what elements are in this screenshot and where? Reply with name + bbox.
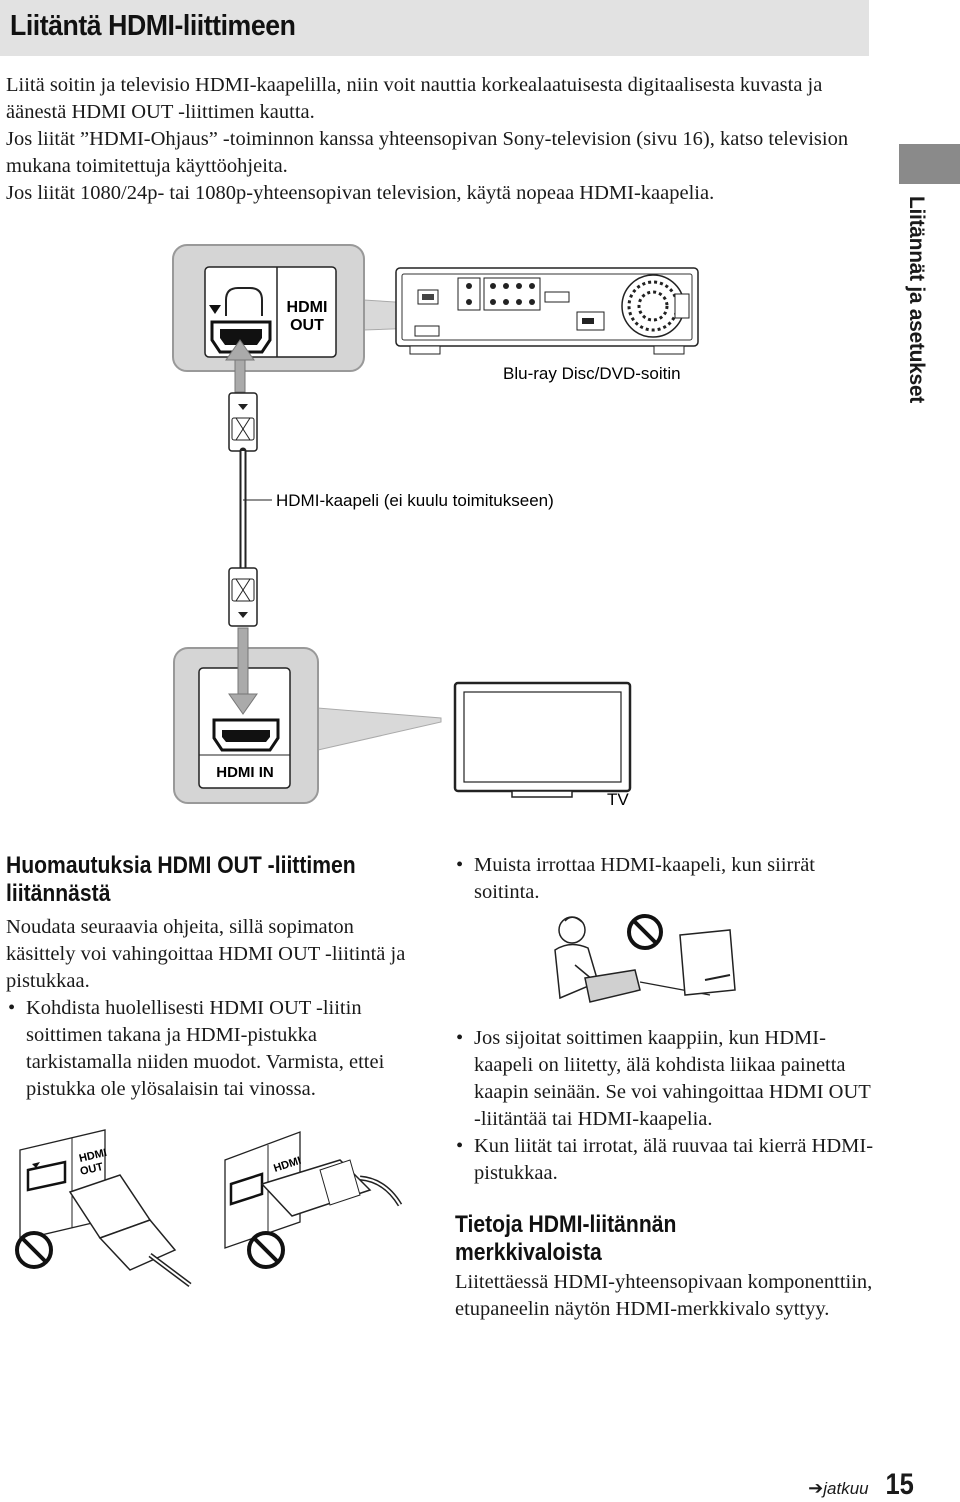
notes-right-bullet-2: Jos sijoitat soittimen kaappiin, kun HDM… xyxy=(454,1025,874,1133)
indicator-heading: Tietoja HDMI-liitännän merkkivaloista xyxy=(455,1211,677,1266)
moving-player-illustration xyxy=(554,914,736,1003)
notes-heading-line-2: liitännästä xyxy=(6,880,111,907)
misaligned-plug-figure-b: HDMI xyxy=(224,1131,403,1269)
continued-label: jatkuu xyxy=(823,1479,869,1498)
player-box-icon xyxy=(584,969,641,1003)
notes-intro: Noudata seuraavia ohjeita, sillä sopimat… xyxy=(6,916,406,992)
notes-bullet-1: Kohdista huolellisesti HDMI OUT -liitin … xyxy=(6,995,426,1103)
cable-label: HDMI-kaapeli (ei kuulu toimitukseen) xyxy=(276,491,554,510)
section-tab-marker xyxy=(899,144,960,184)
continue-arrow-icon: ➔ xyxy=(808,1478,824,1498)
arrow-down-icon xyxy=(228,627,258,715)
page-number: 15 xyxy=(885,1468,914,1501)
notes-heading-line-1: Huomautuksia HDMI OUT -liittimen xyxy=(6,852,356,879)
hdmi-out-closeup: HDMI OUT xyxy=(172,244,365,372)
header-bar xyxy=(0,0,869,56)
notes-right-more: Jos sijoitat soittimen kaappiin, kun HDM… xyxy=(454,1025,874,1187)
tv-label: TV xyxy=(607,790,629,809)
hdmi-in-closeup: HDMI IN xyxy=(173,647,319,804)
connection-diagram: HDMI OUT Blu-ray Disc/DVD-soitin xyxy=(172,244,699,809)
plug-misalignment-figures: HDMI OUT HDMI xyxy=(15,1129,403,1287)
hdmi-out-label-1: HDMI xyxy=(287,299,328,316)
notes-heading: Huomautuksia HDMI OUT -liittimen liitänn… xyxy=(6,852,376,908)
indicator-body: Liitettäessä HDMI-yhteensopivaan kompone… xyxy=(455,1271,873,1320)
indicator-section: Tietoja HDMI-liitännän merkkivaloista Li… xyxy=(455,1211,875,1323)
misaligned-plug-figure-a: HDMI OUT xyxy=(15,1129,192,1287)
arrow-up-icon xyxy=(225,339,255,393)
player-rear-panel xyxy=(395,267,699,355)
cable-plug-top xyxy=(228,392,258,452)
page-footer: ➔jatkuu 15 xyxy=(808,1468,916,1502)
notes-right-bullet-3: Kun liität tai irrotat, älä ruuvaa tai k… xyxy=(454,1133,874,1187)
hdmi-in-label: HDMI IN xyxy=(216,764,274,781)
notes-right: Muista irrottaa HDMI-kaapeli, kun siirrä… xyxy=(454,852,874,906)
intro-line-2: Jos liität ”HDMI-Ohjaus” -toiminnon kans… xyxy=(6,128,849,177)
fig-a-label-2: OUT xyxy=(79,1161,105,1178)
player-label: Blu-ray Disc/DVD-soitin xyxy=(503,364,681,383)
intro-line-3: Jos liität 1080/24p- tai 1080p-yhteensop… xyxy=(6,182,715,204)
hdmi-out-label-2: OUT xyxy=(290,317,324,334)
tv-icon xyxy=(453,681,632,798)
page-title: Liitäntä HDMI-liittimeen xyxy=(10,10,296,42)
notes-right-bullet-1: Muista irrottaa HDMI-kaapeli, kun siirrä… xyxy=(454,852,874,906)
notes-left: Huomautuksia HDMI OUT -liittimen liitänn… xyxy=(6,852,426,1103)
triangle-marker-icon xyxy=(209,305,221,314)
cable-plug-bottom xyxy=(228,567,258,627)
intro-line-1: Liitä soitin ja televisio HDMI-kaapelill… xyxy=(6,74,823,123)
tv-back-icon xyxy=(679,929,736,996)
callout-wedge-bottom xyxy=(317,707,442,751)
intro-text: Liitä soitin ja televisio HDMI-kaapelill… xyxy=(6,72,866,207)
